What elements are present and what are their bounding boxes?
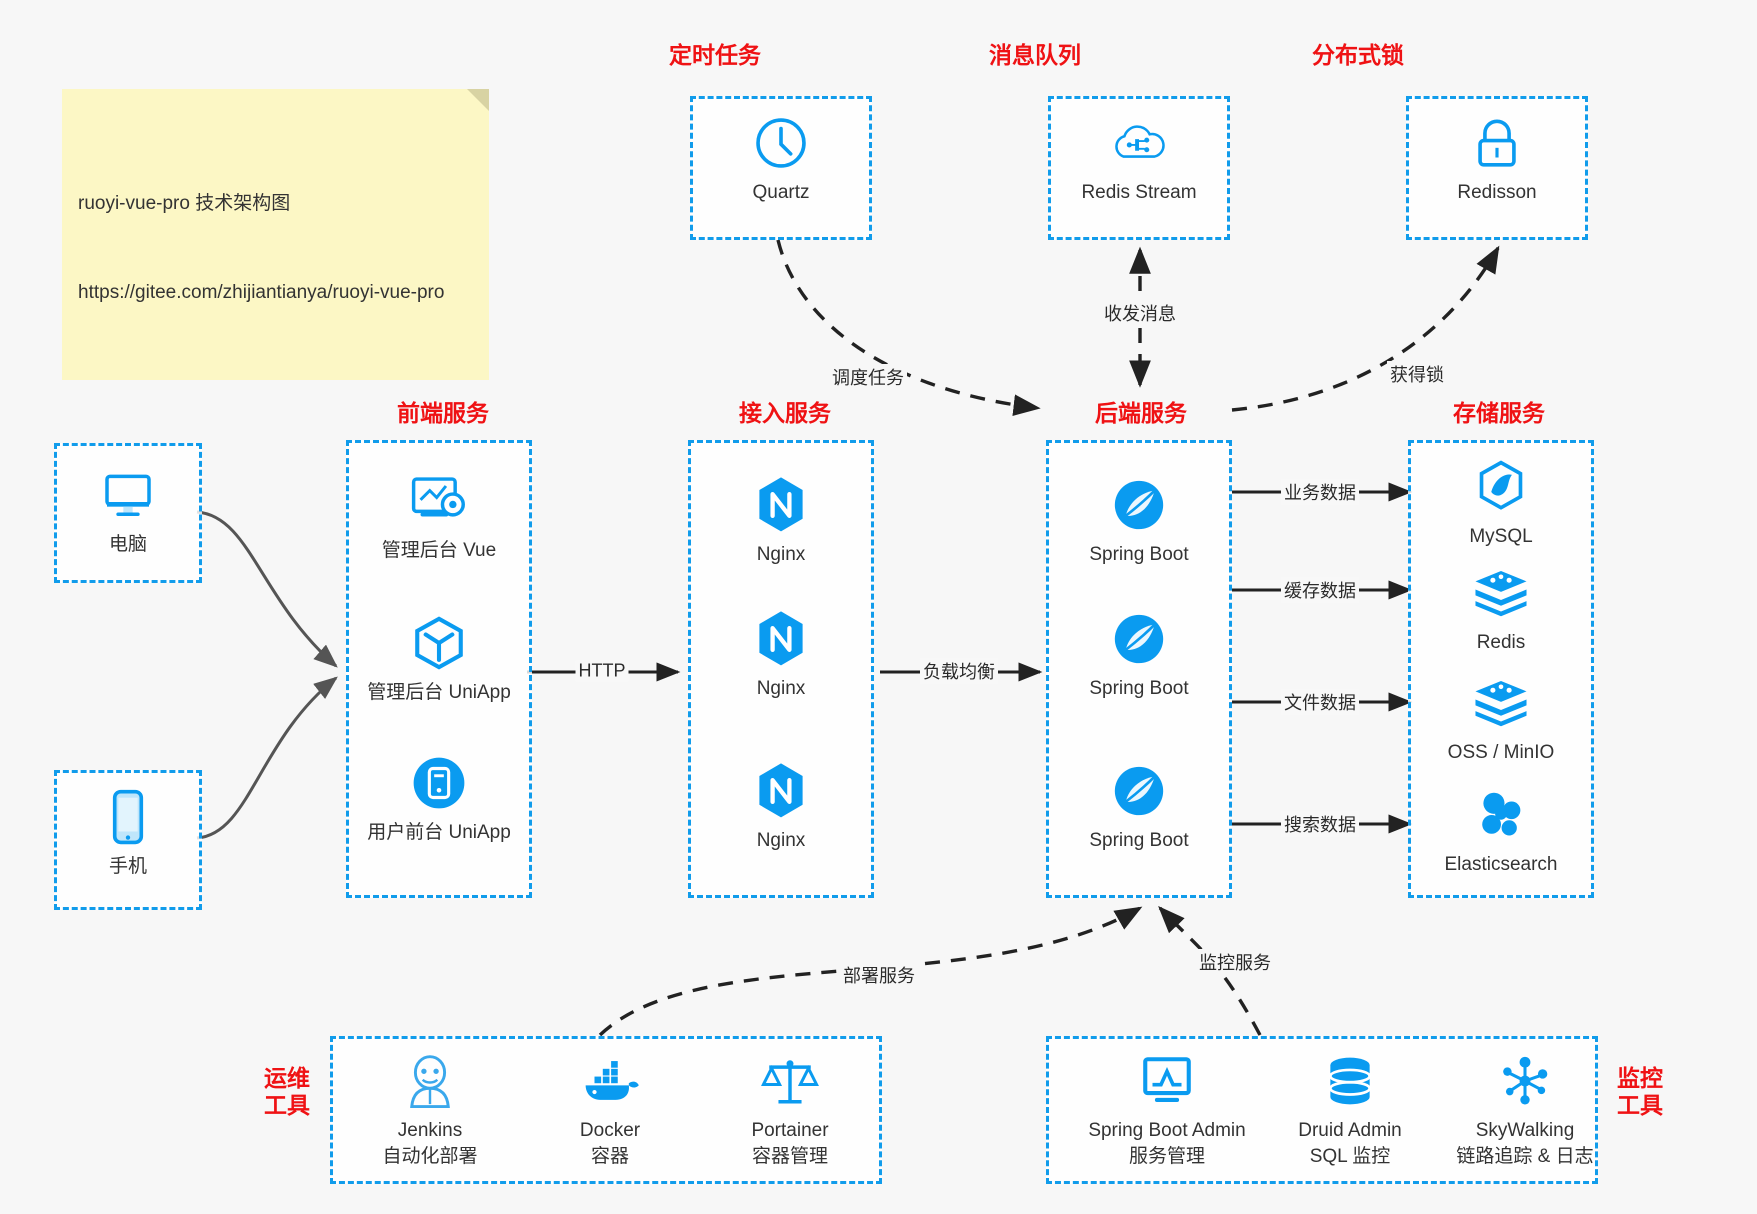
redis-stack-icon bbox=[1472, 562, 1530, 624]
edge-label-mq-messages: 收发消息 bbox=[1101, 300, 1179, 326]
group-mq bbox=[1048, 96, 1230, 240]
edge-label-search-data: 搜索数据 bbox=[1281, 811, 1359, 837]
node-label: 管理后台 UniApp bbox=[367, 682, 511, 703]
node-spring-boot-3[interactable]: Spring Boot bbox=[1064, 760, 1214, 854]
object-storage-icon bbox=[1472, 672, 1530, 734]
group-title-devops: 运维 工具 bbox=[264, 1065, 310, 1119]
edge-label-file-data: 文件数据 bbox=[1281, 689, 1359, 715]
node-label: Nginx bbox=[756, 830, 806, 851]
group-title-gateway: 接入服务 bbox=[739, 400, 831, 426]
node-spring-boot-1[interactable]: Spring Boot bbox=[1064, 474, 1214, 568]
database-cylinder-icon bbox=[1323, 1050, 1377, 1112]
skywalking-node-icon bbox=[1496, 1050, 1554, 1112]
node-label: Jenkins 自动化部署 bbox=[382, 1120, 478, 1167]
edge-label-http: HTTP bbox=[575, 660, 629, 682]
node-label: Docker 容器 bbox=[579, 1120, 641, 1167]
spring-boot-icon bbox=[1110, 760, 1168, 822]
group-title-scheduler: 定时任务 bbox=[669, 42, 761, 68]
dashboard-gear-icon bbox=[409, 470, 469, 532]
mobile-phone-icon bbox=[107, 786, 149, 848]
node-label: Elasticsearch bbox=[1444, 854, 1558, 875]
node-spring-boot-admin[interactable]: Spring Boot Admin 服务管理 bbox=[1072, 1050, 1262, 1169]
node-skywalking[interactable]: SkyWalking 链路追踪 & 日志 bbox=[1430, 1050, 1620, 1169]
spring-boot-icon bbox=[1110, 474, 1168, 536]
edge-label-cache-data: 缓存数据 bbox=[1281, 577, 1359, 603]
group-storage bbox=[1408, 440, 1594, 898]
node-jenkins[interactable]: Jenkins 自动化部署 bbox=[355, 1050, 505, 1169]
node-mysql[interactable]: MySQL bbox=[1426, 456, 1576, 550]
node-redis[interactable]: Redis bbox=[1426, 562, 1576, 656]
node-label: Redis Stream bbox=[1081, 182, 1197, 203]
node-admin-vue[interactable]: 管理后台 Vue bbox=[364, 470, 514, 564]
elasticsearch-icon bbox=[1472, 784, 1530, 846]
portainer-scale-icon bbox=[760, 1050, 820, 1112]
note-line-2: https://gitee.com/zhijiantianya/ruoyi-vu… bbox=[78, 281, 445, 303]
group-title-monitoring: 监控 工具 bbox=[1617, 1065, 1663, 1119]
node-label: Nginx bbox=[756, 678, 806, 699]
node-label: 手机 bbox=[108, 856, 147, 877]
nginx-icon bbox=[753, 474, 809, 536]
node-label: Spring Boot bbox=[1089, 544, 1189, 565]
group-title-backend: 后端服务 bbox=[1095, 400, 1187, 426]
edge-label-monitor-service: 监控服务 bbox=[1196, 949, 1274, 975]
node-label: Nginx bbox=[756, 544, 806, 565]
edge-label-acquire-lock: 获得锁 bbox=[1387, 361, 1447, 387]
node-label: OSS / MinIO bbox=[1447, 742, 1555, 763]
edge-label-deploy-service: 部署服务 bbox=[840, 962, 918, 988]
monitor-chart-icon bbox=[1138, 1050, 1196, 1112]
node-label: SkyWalking 链路追踪 & 日志 bbox=[1456, 1120, 1594, 1167]
mysql-dolphin-icon bbox=[1473, 456, 1529, 518]
spring-boot-icon bbox=[1110, 608, 1168, 670]
node-label: 管理后台 Vue bbox=[381, 540, 497, 561]
node-label: 用户前台 UniApp bbox=[367, 822, 511, 843]
node-label: Spring Boot Admin 服务管理 bbox=[1088, 1120, 1246, 1167]
node-computer[interactable]: 电脑 bbox=[53, 464, 203, 558]
edge-label-schedule-task: 调度任务 bbox=[829, 364, 907, 390]
diagram-note: ruoyi-vue-pro 技术架构图 https://gitee.com/zh… bbox=[62, 89, 489, 380]
node-label: Quartz bbox=[752, 182, 810, 203]
edge-label-load-balance: 负载均衡 bbox=[920, 658, 998, 684]
node-nginx-3[interactable]: Nginx bbox=[706, 760, 856, 854]
group-title-storage: 存储服务 bbox=[1453, 400, 1545, 426]
node-oss-minio[interactable]: OSS / MinIO bbox=[1426, 672, 1576, 766]
node-elasticsearch[interactable]: Elasticsearch bbox=[1426, 784, 1576, 878]
node-label: Redis bbox=[1476, 632, 1526, 653]
cloud-network-icon bbox=[1108, 112, 1170, 174]
node-label: Druid Admin SQL 监控 bbox=[1298, 1120, 1402, 1167]
node-label: Portainer 容器管理 bbox=[751, 1120, 829, 1167]
node-nginx-2[interactable]: Nginx bbox=[706, 608, 856, 702]
note-line-1: ruoyi-vue-pro 技术架构图 bbox=[78, 193, 291, 215]
app-device-icon bbox=[410, 752, 468, 814]
padlock-icon bbox=[1470, 112, 1524, 174]
node-portainer[interactable]: Portainer 容器管理 bbox=[715, 1050, 865, 1169]
node-label: Spring Boot bbox=[1089, 830, 1189, 851]
nginx-icon bbox=[753, 608, 809, 670]
node-label: MySQL bbox=[1469, 526, 1533, 547]
clock-icon bbox=[752, 112, 810, 174]
group-title-mq: 消息队列 bbox=[989, 42, 1081, 68]
node-docker[interactable]: Docker 容器 bbox=[535, 1050, 685, 1169]
edge-label-business-data: 业务数据 bbox=[1281, 479, 1359, 505]
jenkins-butler-icon bbox=[403, 1050, 457, 1112]
node-quartz[interactable]: Quartz bbox=[706, 112, 856, 206]
node-label: Spring Boot bbox=[1089, 678, 1189, 699]
node-label: Redisson bbox=[1457, 182, 1537, 203]
node-redisson[interactable]: Redisson bbox=[1422, 112, 1572, 206]
group-title-frontend: 前端服务 bbox=[397, 400, 489, 426]
docker-whale-icon bbox=[579, 1050, 641, 1112]
desktop-monitor-icon bbox=[100, 464, 156, 526]
node-admin-uniapp[interactable]: 管理后台 UniApp bbox=[364, 612, 514, 706]
nginx-icon bbox=[753, 760, 809, 822]
note-fold-icon bbox=[467, 89, 489, 111]
node-label: 电脑 bbox=[108, 534, 147, 555]
node-phone[interactable]: 手机 bbox=[53, 786, 203, 880]
group-monitoring bbox=[1046, 1036, 1598, 1184]
node-spring-boot-2[interactable]: Spring Boot bbox=[1064, 608, 1214, 702]
node-nginx-1[interactable]: Nginx bbox=[706, 474, 856, 568]
node-user-uniapp[interactable]: 用户前台 UniApp bbox=[364, 752, 514, 846]
uniapp-cube-icon bbox=[410, 612, 468, 674]
group-title-lock: 分布式锁 bbox=[1312, 42, 1404, 68]
node-druid-admin[interactable]: Druid Admin SQL 监控 bbox=[1265, 1050, 1435, 1169]
node-redis-stream[interactable]: Redis Stream bbox=[1064, 112, 1214, 206]
